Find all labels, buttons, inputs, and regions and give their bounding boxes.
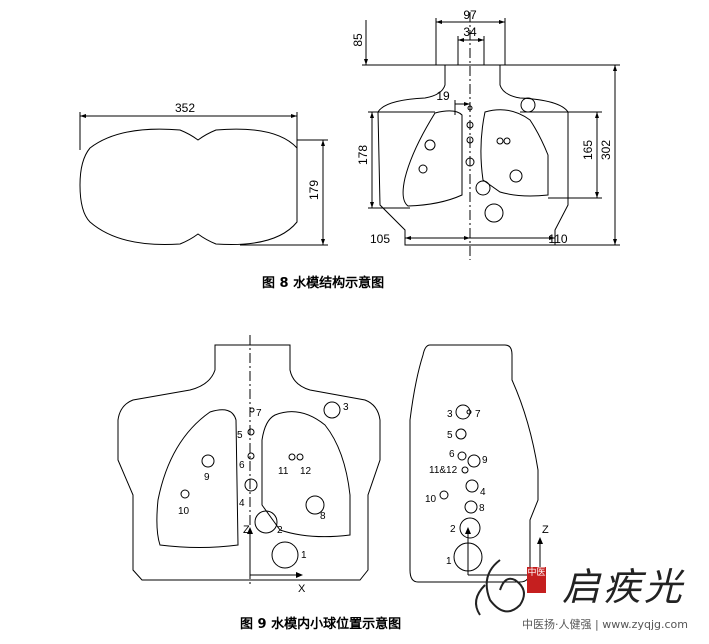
dim-base-left: 105 — [370, 232, 390, 246]
ball — [466, 136, 474, 144]
fig9-side-view: Z 1 2 3 4 5 6 7 8 9 10 11&12 — [409, 344, 549, 583]
ball — [424, 139, 436, 151]
dim-neck-height: 85 — [351, 33, 365, 47]
ball-label: 2 — [277, 525, 283, 536]
dim-right-lung-height: 165 — [581, 140, 595, 160]
ball-11-12 — [461, 466, 469, 474]
ball-label: 12 — [300, 466, 312, 477]
ball-label: 6 — [449, 449, 455, 460]
ball — [475, 180, 491, 196]
ball — [467, 105, 473, 111]
dim-neck-outer: 97 — [463, 8, 477, 22]
ball-label: 2 — [450, 524, 456, 535]
dim-neck-inner: 34 — [463, 25, 477, 39]
dim-base-right: 110 — [548, 232, 567, 246]
ball-3 — [455, 404, 471, 420]
watermark-dragon-icon — [475, 559, 525, 616]
ball-label: 3 — [343, 402, 349, 413]
ball-7 — [466, 409, 472, 415]
dim-width-label: 352 — [175, 101, 195, 115]
phantom-front-outline — [117, 344, 381, 581]
ball-10 — [439, 490, 449, 500]
ball-label: 8 — [320, 511, 326, 522]
ball-label: 10 — [425, 494, 437, 505]
ball — [509, 169, 523, 183]
ball-9 — [201, 454, 215, 468]
right-lung — [261, 411, 351, 538]
ball-5 — [455, 428, 467, 440]
ball-1 — [453, 542, 483, 572]
left-lung — [156, 409, 239, 548]
z-axis-label-side: Z — [542, 524, 549, 536]
ball-label: 9 — [482, 455, 488, 466]
dim-spine-offset: 19 — [436, 89, 450, 103]
ball-12 — [296, 453, 304, 461]
dim-total-height: 302 — [599, 140, 613, 160]
ball-4 — [244, 478, 258, 492]
fig9-front-view: Z X 1 2 3 4 5 6 7 8 9 10 11 12 — [117, 335, 381, 595]
watermark-url: 中医扬·人健强 | www.zyqjg.com — [522, 618, 688, 631]
ball — [418, 164, 428, 174]
figure-8-caption: 图 8 水模结构示意图 — [262, 276, 385, 291]
ball-label: 1 — [446, 556, 452, 567]
ball-2 — [459, 517, 481, 539]
ball-6 — [457, 451, 467, 461]
ball — [496, 137, 504, 145]
right-lung — [480, 109, 549, 197]
ball-1 — [271, 541, 299, 569]
ball-label: 1 — [301, 550, 307, 561]
ball — [520, 97, 536, 113]
ball-label: 5 — [237, 430, 243, 441]
ball-label: 4 — [480, 487, 486, 498]
fig8-front-view: 97 34 85 19 178 165 3 — [351, 8, 620, 260]
ball-9 — [467, 454, 481, 468]
watermark-brand: 启疾光 — [562, 565, 686, 609]
ball-label: 5 — [447, 430, 453, 441]
front-view-outline — [377, 64, 569, 246]
phantom-side-outline — [409, 344, 539, 583]
watermark-seal: 中医 — [527, 567, 546, 593]
dim-height-label: 179 — [307, 180, 321, 200]
ball-label: 7 — [475, 409, 481, 420]
ball-label: 11&12 — [429, 465, 458, 476]
ball-2 — [254, 510, 278, 534]
top-view-outline — [79, 128, 298, 245]
left-lung — [402, 110, 463, 207]
x-axis-label: X — [298, 583, 306, 595]
ball-label: 4 — [239, 498, 245, 509]
ball-label: 11 — [278, 466, 289, 477]
ball — [466, 121, 474, 129]
ball — [465, 157, 475, 167]
figure-9-caption: 图 9 水模内小球位置示意图 — [240, 617, 402, 632]
ball-8 — [464, 500, 478, 514]
ball-label: 10 — [178, 506, 190, 517]
ball — [484, 203, 504, 223]
ball-label: 3 — [447, 409, 453, 420]
ball-3 — [323, 401, 341, 419]
fig8-top-view: 352 179 — [79, 101, 328, 246]
ball-7 — [249, 407, 255, 413]
dim-left-lung-height: 178 — [356, 145, 370, 165]
ball-label: 6 — [239, 460, 245, 471]
ball-10 — [180, 489, 190, 499]
ball-8 — [305, 495, 325, 515]
z-axis-label: Z — [243, 524, 250, 536]
ball-5 — [247, 428, 255, 436]
ball-label: 8 — [479, 503, 485, 514]
ball-label: 7 — [256, 408, 262, 419]
ball-4 — [465, 479, 479, 493]
ball-6 — [247, 452, 255, 460]
ball-11 — [288, 453, 296, 461]
ball-label: 9 — [204, 472, 210, 483]
ball — [503, 137, 511, 145]
